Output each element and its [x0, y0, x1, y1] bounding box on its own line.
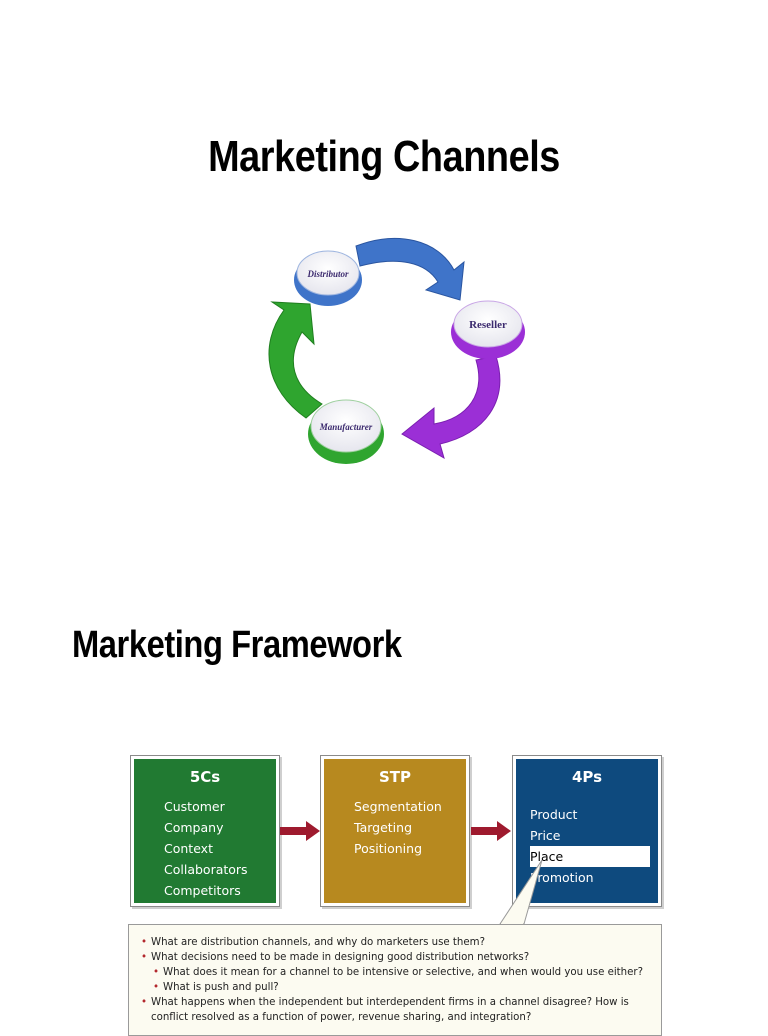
arrow-manufacturer-to-distributor [268, 301, 323, 419]
box-5cs-title: 5Cs [189, 768, 221, 786]
callout-pointer [499, 860, 543, 926]
box-stp: STP Segmentation Targeting Positioning [320, 755, 470, 907]
box-4ps: 4Ps Product Price Place Promotion [512, 755, 662, 907]
node-manufacturer-label: Manufacturer [319, 422, 373, 432]
arrow-distributor-to-reseller [355, 238, 465, 301]
channel-cycle-diagram: Distributor Reseller Manufacturer [268, 238, 525, 464]
box-4ps-list: Product Price Place Promotion [530, 804, 658, 888]
box-4ps-title: 4Ps [571, 768, 603, 786]
question-subitem: What is push and pull? [139, 980, 661, 995]
question-subitem: What does it mean for a channel to be in… [139, 965, 661, 980]
list-item: Positioning [354, 841, 422, 856]
box-5cs-list: Customer Company Context Collaborators C… [164, 796, 276, 901]
node-distributor: Distributor [294, 250, 362, 306]
list-item: Targeting [354, 820, 413, 835]
list-item: Context [164, 841, 213, 856]
slide-title: Marketing Channels [208, 132, 560, 181]
list-item: Competitors [164, 883, 241, 898]
framework-title: Marketing Framework [72, 624, 402, 666]
question-continuation: conflict resolved as a function of power… [151, 1012, 532, 1023]
box-stp-title: STP [378, 768, 412, 786]
box-5cs: 5Cs Customer Company Context Collaborato… [130, 755, 280, 907]
arrow-right-icon [471, 821, 511, 841]
node-distributor-label: Distributor [306, 269, 349, 279]
box-stp-list: Segmentation Targeting Positioning [354, 796, 466, 859]
question-item: What happens when the independent but in… [139, 995, 661, 1010]
arrow-reseller-to-manufacturer [401, 355, 501, 460]
arrow-right-icon [280, 821, 320, 841]
node-reseller: Reseller [451, 300, 525, 359]
questions-box: What are distribution channels, and why … [128, 924, 662, 1036]
list-item: Segmentation [354, 799, 442, 814]
list-item: Company [164, 820, 224, 835]
question-item: What are distribution channels, and why … [139, 935, 661, 950]
list-item: Price [530, 828, 561, 843]
list-item-highlighted: Place [530, 846, 650, 867]
list-item: Collaborators [164, 862, 248, 877]
node-manufacturer: Manufacturer [308, 399, 384, 464]
question-item: What decisions need to be made in design… [139, 950, 661, 965]
node-reseller-label: Reseller [469, 319, 507, 331]
list-item: Promotion [530, 870, 594, 885]
list-item: Customer [164, 799, 225, 814]
list-item: Product [530, 807, 578, 822]
